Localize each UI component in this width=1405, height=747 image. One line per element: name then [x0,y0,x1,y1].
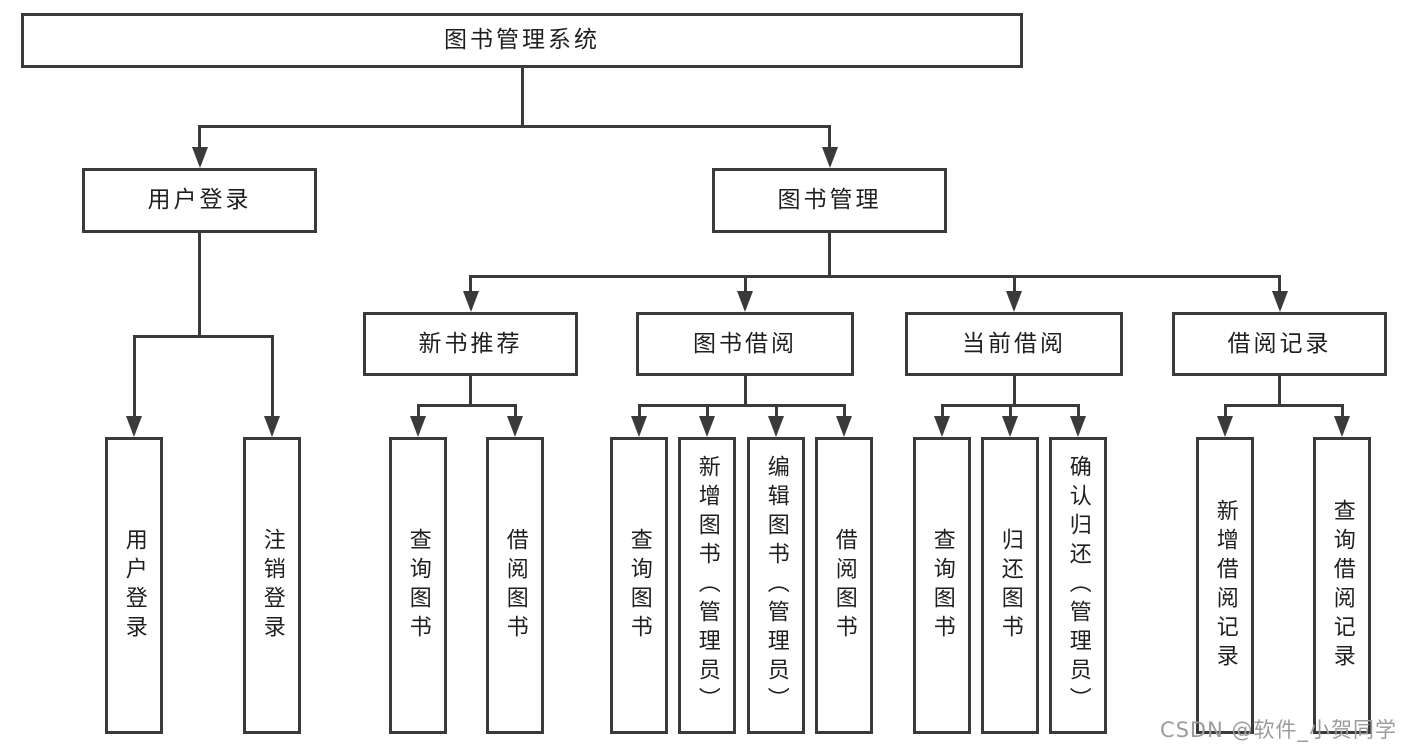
connector-drop [1223,404,1227,421]
node-label: 借阅图书 [502,527,528,644]
node-label: 当前借阅 [962,330,1066,357]
node-label: 查询借阅记录 [1329,498,1355,673]
connector-drop [270,335,274,421]
connector-stem [828,233,831,278]
node-label: 用户登录 [121,527,147,644]
node-label: 查询图书 [929,527,955,644]
connector-bracket [132,335,274,338]
connector-drop [513,404,517,421]
connector-drop [132,335,136,421]
connector-bracket [416,404,517,407]
node-new-book-recommend: 新书推荐 [363,312,578,376]
connector-drop [416,404,420,421]
node-label: 确认归还（管理员） [1065,455,1091,716]
connector-drop [1076,404,1080,421]
node-label: 新增借阅记录 [1212,498,1238,673]
node-leaf-edit-books-admin: 编辑图书（管理员） [747,437,805,734]
arrow-down-icon [462,291,479,312]
node-current-borrowing: 当前借阅 [905,312,1123,376]
connector-bracket [198,125,831,128]
connector-drop [1278,275,1281,296]
connector-drop [198,125,201,152]
arrow-down-icon [631,416,647,437]
node-leaf-query-books-bor: 查询图书 [610,437,668,734]
node-label: 归还图书 [997,527,1023,644]
arrow-down-icon [737,291,753,312]
connector-stem [743,376,747,407]
connector-drop [774,404,778,421]
connector-drop [842,404,846,421]
connector-drop [828,125,831,152]
node-leaf-user-login: 用户登录 [105,437,163,734]
arrow-down-icon [934,416,950,437]
node-leaf-add-borrow-record: 新增借阅记录 [1196,437,1254,734]
connector-drop [1340,404,1344,421]
node-borrowing-records: 借阅记录 [1172,312,1387,376]
node-label: 编辑图书（管理员） [763,455,789,716]
node-leaf-query-borrow-record: 查询借阅记录 [1313,437,1371,734]
arrow-down-icon [1334,416,1350,437]
arrow-down-icon [1217,416,1233,437]
arrow-down-icon [1002,416,1018,437]
arrow-down-icon [126,416,142,437]
connector-bracket [1223,404,1344,407]
node-root: 图书管理系统 [21,13,1023,68]
connector-bracket [637,404,846,407]
connector-bracket [469,275,1281,278]
connector-stem [1278,376,1281,407]
node-label: 注销登录 [259,527,285,644]
watermark: CSDN @软件_小贺同学 [1159,718,1397,742]
connector-stem [198,233,201,338]
connector-drop [1008,404,1012,421]
arrow-down-icon [264,416,280,437]
node-leaf-borrow-books-bor: 借阅图书 [815,437,873,734]
node-label: 借阅记录 [1227,330,1332,357]
connector-drop [940,404,944,421]
connector-stem [520,68,524,128]
node-leaf-return-books: 归还图书 [981,437,1039,734]
node-label: 用户登录 [147,187,252,214]
node-label: 查询图书 [405,527,431,644]
node-label: 新增图书（管理员） [694,455,720,716]
node-book-borrowing: 图书借阅 [636,312,854,376]
node-book-management: 图书管理 [712,168,947,233]
connector-stem [469,376,472,407]
connector-drop [469,275,472,296]
connector-drop [743,275,747,296]
node-label: 图书借阅 [693,330,797,357]
arrow-down-icon [191,147,208,168]
node-leaf-borrow-books-rec: 借阅图书 [486,437,544,734]
node-leaf-logout: 注销登录 [243,437,301,734]
node-user-login: 用户登录 [82,168,317,233]
node-label: 图书管理系统 [444,27,600,54]
arrow-down-icon [699,416,715,437]
node-leaf-query-books-rec: 查询图书 [389,437,447,734]
arrow-down-icon [1271,291,1288,312]
arrow-down-icon [836,416,852,437]
node-label: 借阅图书 [831,527,857,644]
connector-drop [1012,275,1016,296]
node-label: 查询图书 [626,527,652,644]
connector-stem [1012,376,1016,407]
node-leaf-confirm-return-admin: 确认归还（管理员） [1049,437,1107,734]
connector-drop [705,404,709,421]
arrow-down-icon [507,416,523,437]
node-label: 新书推荐 [418,330,523,357]
arrow-down-icon [1006,291,1022,312]
node-leaf-add-books-admin: 新增图书（管理员） [678,437,736,734]
arrow-down-icon [768,416,784,437]
arrow-down-icon [1070,416,1086,437]
connector-drop [637,404,641,421]
node-label: 图书管理 [777,187,882,214]
node-leaf-query-books-cur: 查询图书 [913,437,971,734]
arrow-down-icon [410,416,426,437]
arrow-down-icon [821,147,838,168]
